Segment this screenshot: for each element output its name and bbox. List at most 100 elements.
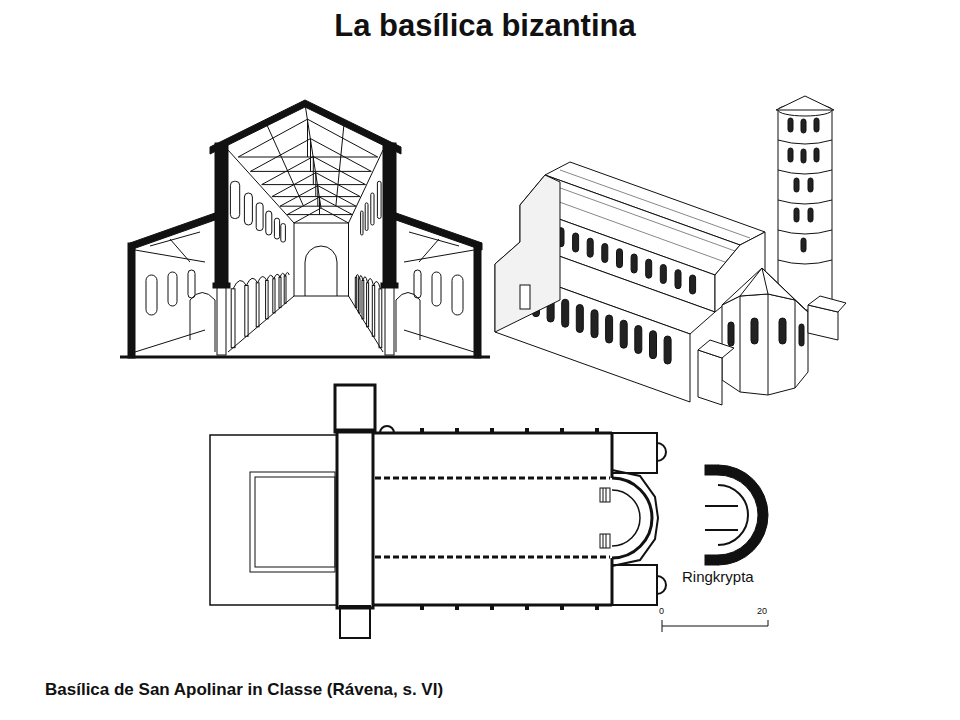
axonometric-view-part-part bbox=[728, 322, 734, 346]
axonometric-view-part bbox=[778, 110, 832, 310]
section-drawing-part bbox=[228, 150, 294, 223]
axonometric-view-part-part bbox=[814, 148, 819, 162]
section-drawing-part bbox=[432, 272, 441, 306]
section-drawing-part bbox=[146, 275, 157, 315]
section-drawing-part bbox=[404, 330, 474, 352]
floor-plan-part-part bbox=[595, 605, 599, 610]
section-drawing-part bbox=[365, 203, 368, 231]
floor-plan-part bbox=[210, 435, 337, 605]
section-drawing-part bbox=[367, 283, 369, 327]
section-drawing-part bbox=[188, 270, 195, 298]
section-drawing-part bbox=[362, 281, 364, 319]
crypt-detail-part bbox=[718, 485, 748, 545]
axonometric-view-part-part bbox=[617, 249, 623, 268]
section-drawing-part bbox=[210, 100, 401, 154]
floor-plan-part-part bbox=[560, 605, 564, 610]
axonometric-view-part-part bbox=[562, 299, 569, 327]
crypt-detail-part bbox=[705, 555, 718, 565]
axonometric-view-part bbox=[728, 318, 804, 346]
section-drawing-part bbox=[231, 289, 235, 348]
axonometric-view-part bbox=[722, 294, 808, 395]
axonometric-view-part-part bbox=[788, 118, 793, 132]
section-drawing-part bbox=[128, 243, 135, 358]
axonometric-view-part-part bbox=[587, 238, 593, 257]
section-drawing-part bbox=[371, 193, 374, 225]
section-drawing-part bbox=[474, 243, 481, 358]
axonometric-view-part-part bbox=[799, 324, 804, 346]
section-drawing-part bbox=[230, 181, 239, 218]
section-drawing-part bbox=[245, 286, 248, 337]
section-drawing-part bbox=[377, 181, 381, 218]
axonometric-view-part-part bbox=[591, 310, 598, 338]
axonometric-view-part bbox=[776, 96, 834, 110]
axonometric-view-part-part bbox=[631, 254, 637, 273]
section-drawing-part bbox=[356, 274, 380, 288]
axonometric-view-part bbox=[778, 140, 832, 264]
axonometric-view bbox=[495, 96, 846, 405]
axonometric-view-part-part bbox=[814, 118, 819, 132]
axonometric-view-part-part bbox=[779, 318, 786, 344]
section-drawing-part bbox=[170, 239, 190, 262]
section-drawing-part bbox=[396, 293, 420, 353]
floor-plan-part bbox=[612, 433, 657, 473]
floor-plan-part-part bbox=[560, 428, 564, 433]
section-drawing-part bbox=[274, 218, 279, 239]
section-drawing-part bbox=[336, 124, 344, 206]
section-drawing-part bbox=[233, 272, 289, 288]
axonometric-view-part bbox=[788, 118, 819, 252]
axonometric-view-part bbox=[698, 340, 734, 358]
floor-plan-part bbox=[612, 490, 640, 546]
axonometric-view-part bbox=[495, 175, 560, 332]
axonometric-view-part-part bbox=[620, 320, 627, 348]
axonometric-view-part-part bbox=[690, 275, 696, 294]
axonometric-view-part-part bbox=[576, 305, 583, 333]
section-drawing-part bbox=[294, 223, 349, 296]
floor-plan-part-part bbox=[455, 605, 459, 610]
section-drawing-part bbox=[168, 272, 177, 306]
section-drawing-part bbox=[256, 203, 263, 231]
floor-plan-part-part bbox=[420, 428, 424, 433]
scale-number: 20 bbox=[757, 606, 767, 616]
floor-plan-part-part bbox=[525, 605, 529, 610]
floor-plan-part bbox=[340, 606, 370, 638]
section-drawing-part bbox=[217, 287, 226, 355]
floor-plan-part-part bbox=[525, 428, 529, 433]
section-drawing-part bbox=[349, 150, 384, 223]
section-drawing-part bbox=[120, 356, 490, 359]
page-title: La basílica bizantina bbox=[5, 8, 960, 44]
floor-plan-part bbox=[335, 385, 375, 432]
section-drawing-part bbox=[190, 293, 215, 353]
axonometric-view-part-part bbox=[573, 233, 579, 252]
floor-plan-part bbox=[612, 565, 657, 605]
section-drawing-part bbox=[372, 286, 374, 337]
section-drawing-part bbox=[287, 197, 352, 215]
floor-plan-part bbox=[380, 426, 394, 433]
section-drawing-part bbox=[385, 287, 394, 355]
section-drawing-part bbox=[266, 281, 269, 319]
axonometric-view-part bbox=[495, 264, 690, 402]
axonometric-view-part bbox=[808, 296, 846, 312]
crypt-detail-part bbox=[705, 506, 738, 530]
section-drawing-part bbox=[213, 283, 230, 288]
section-drawing-part bbox=[381, 283, 398, 288]
axonometric-view-part-part bbox=[808, 208, 813, 222]
section-drawing-part bbox=[256, 283, 259, 327]
section-drawing-part bbox=[419, 239, 439, 262]
section-drawing-part bbox=[383, 143, 396, 285]
axonometric-view-part-part bbox=[751, 318, 758, 344]
section-drawing-part bbox=[135, 330, 205, 352]
figure-caption: Basílica de San Apolinar in Classe (Ráve… bbox=[45, 680, 443, 700]
crypt-detail bbox=[705, 465, 768, 565]
axonometric-view-part bbox=[520, 285, 530, 309]
scale-bar-part bbox=[768, 620, 769, 626]
axonometric-view-part-part bbox=[801, 238, 806, 252]
floor-plan-part bbox=[600, 534, 610, 548]
axonometric-view-part-part bbox=[664, 336, 671, 364]
axonometric-view-part bbox=[698, 350, 722, 405]
section-drawing-part bbox=[279, 277, 281, 307]
axonometric-view-part-part bbox=[788, 148, 793, 162]
section-drawing-part bbox=[361, 211, 363, 235]
floor-plan-part-part bbox=[595, 428, 599, 433]
crypt-detail-part bbox=[705, 465, 718, 475]
scale-bar bbox=[662, 620, 768, 632]
